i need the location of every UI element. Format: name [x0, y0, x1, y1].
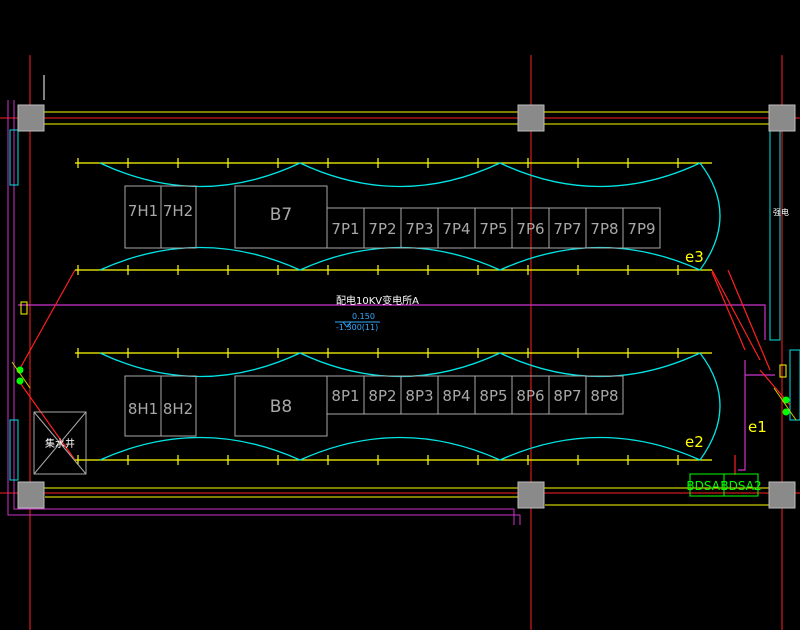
transformer-b8-label: B8: [270, 397, 292, 417]
panel-label-7p1: 7P1: [331, 220, 359, 238]
equipment-row8: [124, 375, 624, 437]
column: [517, 481, 545, 509]
panel-label-7p3: 7P3: [405, 220, 433, 238]
busbar-bdsa2: [723, 473, 759, 497]
sump-pit: [33, 411, 87, 475]
column: [768, 104, 796, 132]
busbar-boxes: [689, 473, 759, 497]
cable-trays-row7: [75, 158, 712, 275]
cabinet-7h2-label: 7H2: [163, 202, 193, 220]
panel-label-7p9: 7P9: [627, 220, 655, 238]
cable-trays-row8: [75, 348, 712, 465]
cabinet-8h2: [160, 375, 197, 437]
sump-pit-label: 集水井: [45, 437, 75, 450]
column: [768, 481, 796, 509]
grounding-symbols: [11, 301, 797, 421]
panel-label-8p7: 8P7: [553, 387, 581, 405]
panel-label-8p5: 8P5: [479, 387, 507, 405]
column: [517, 104, 545, 132]
cabinet-8h1-label: 8H1: [128, 400, 158, 418]
panel-label-8p2: 8P2: [368, 387, 396, 405]
elevation-bottom: -1.300(11): [336, 323, 378, 332]
panel-label-7p4: 7P4: [442, 220, 470, 238]
cabinet-8h2-label: 8H2: [163, 400, 193, 418]
corridor-title: 配电10KV变电所A: [336, 294, 419, 307]
walls: [7, 75, 800, 525]
elevation-marker: [335, 321, 380, 328]
panel-label-7p7: 7P7: [553, 220, 581, 238]
panel-label-8p3: 8P3: [405, 387, 433, 405]
tray-tag-e2: e2: [685, 433, 704, 451]
equipment-row7: [124, 185, 661, 249]
column: [17, 104, 45, 132]
busbar-bdsa2-label: BDSA2: [720, 479, 761, 493]
riser-tag-e1: e1: [748, 418, 767, 436]
column: [17, 481, 45, 509]
cable-route: [18, 304, 775, 471]
side-note: 强电: [773, 207, 789, 217]
elevation-top: 0.150: [352, 312, 375, 321]
panel-label-8p8: 8P8: [590, 387, 618, 405]
cabinet-7h2: [160, 185, 197, 249]
structural-columns: [17, 104, 796, 509]
tray-tag-e3: e3: [685, 248, 704, 266]
transformer-b7-label: B7: [270, 205, 292, 225]
cabinet-7h1-label: 7H1: [128, 202, 158, 220]
panel-label-8p1: 8P1: [331, 387, 359, 405]
panel-label-7p2: 7P2: [368, 220, 396, 238]
panel-label-7p6: 7P6: [516, 220, 544, 238]
panel-label-7p8: 7P8: [590, 220, 618, 238]
panel-label-8p6: 8P6: [516, 387, 544, 405]
panel-8p8: [585, 375, 624, 415]
grid-axes: [0, 55, 800, 630]
panel-7p9: [622, 207, 661, 249]
panel-label-7p5: 7P5: [479, 220, 507, 238]
busbar-bdsa1-label: BDSA1: [686, 479, 727, 493]
panel-label-8p4: 8P4: [442, 387, 470, 405]
